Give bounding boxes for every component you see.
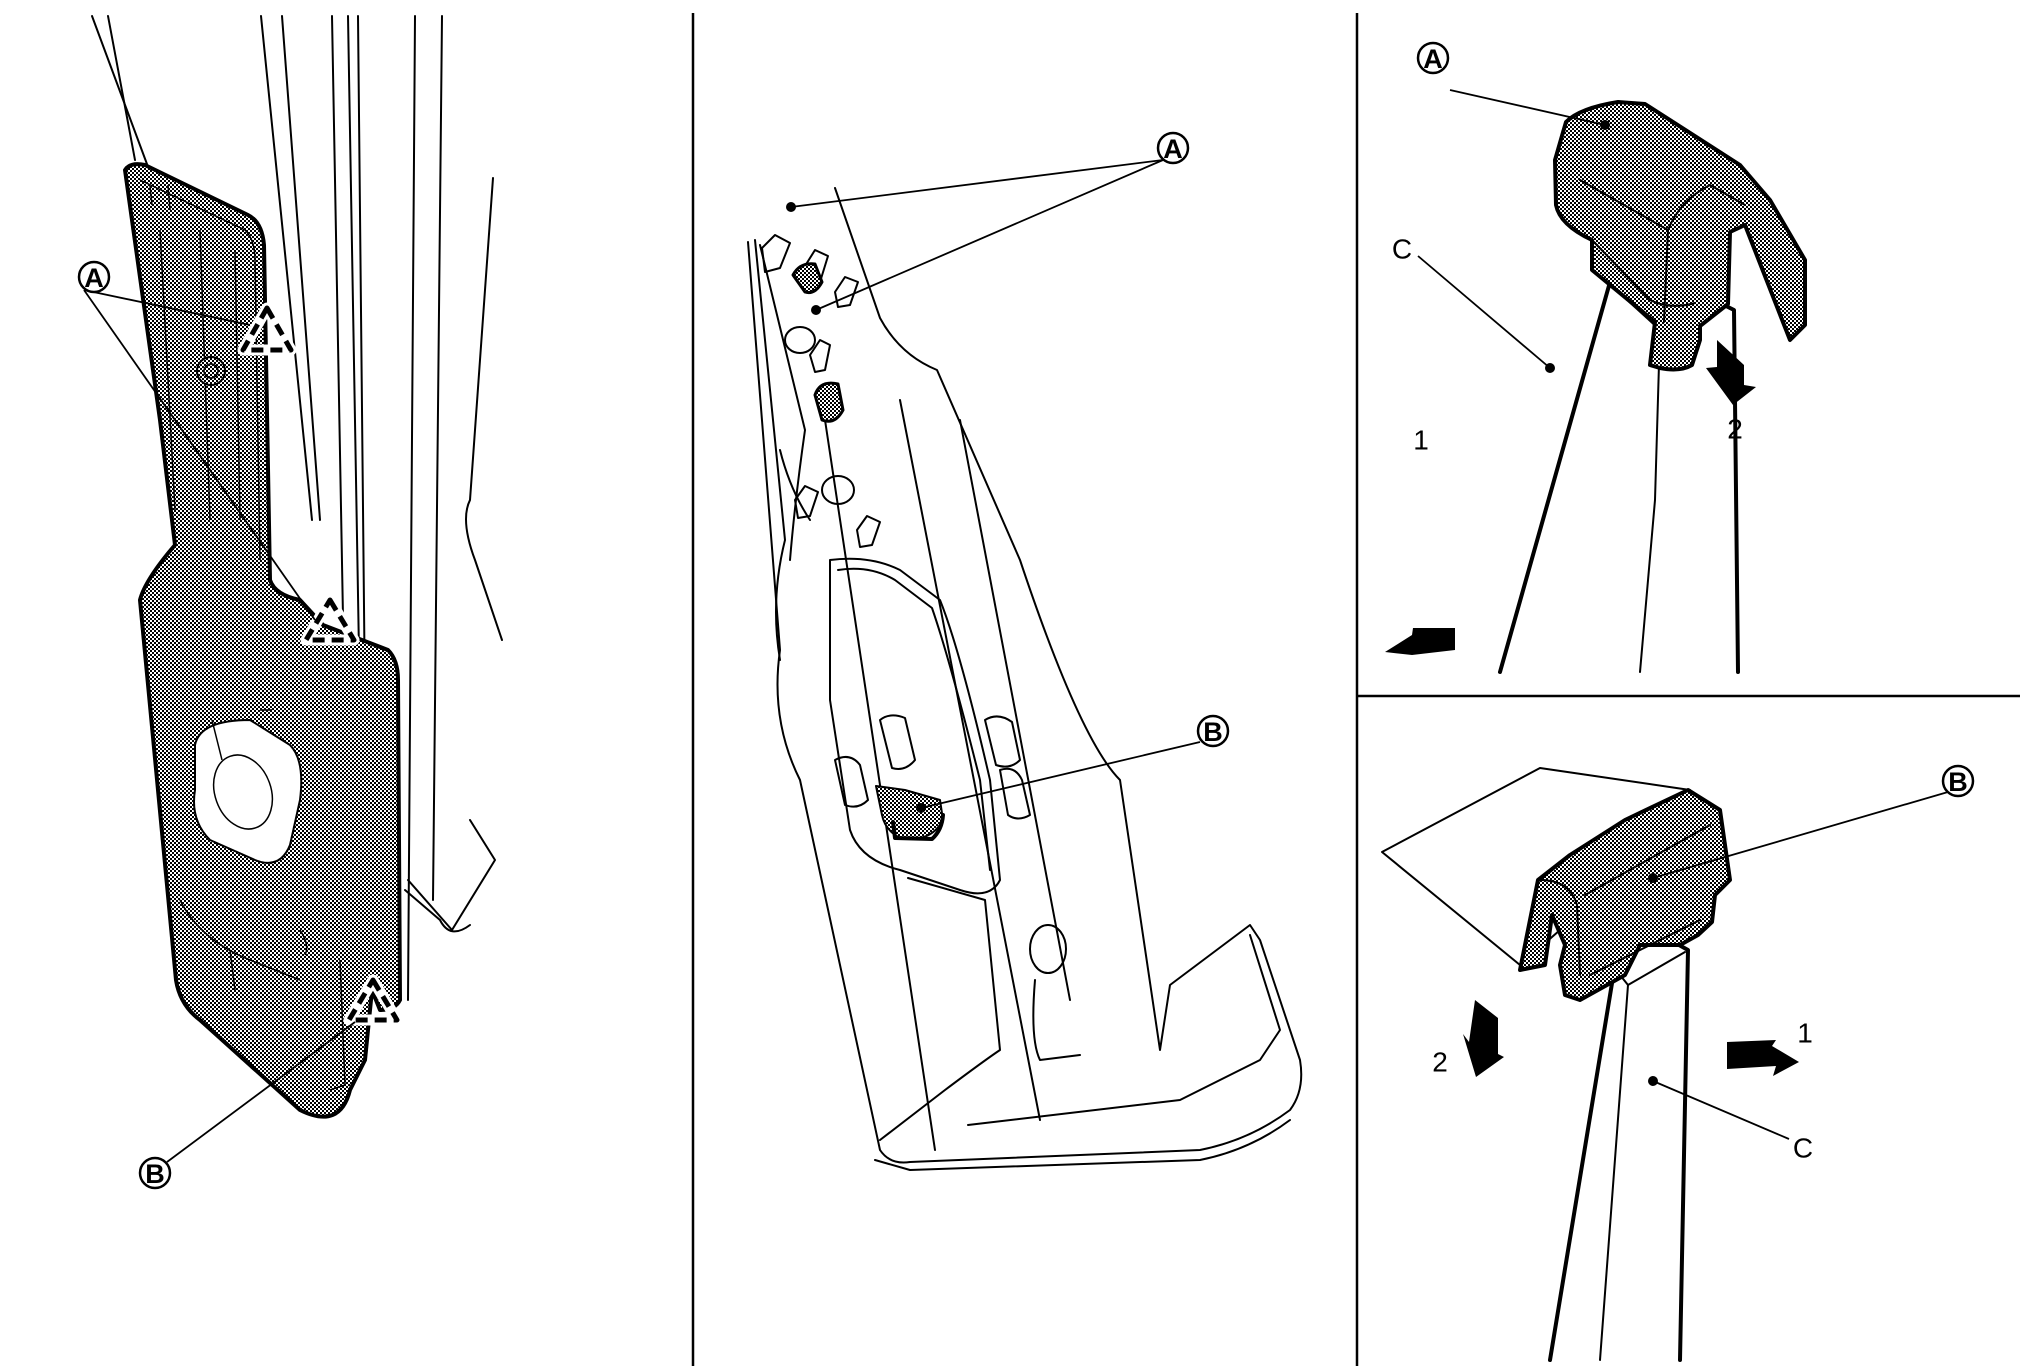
callout-a: A [1156, 131, 1190, 165]
step-1-label: 1 [1797, 1018, 1813, 1049]
clip-a-lower [813, 381, 845, 423]
clip-a [1553, 100, 1807, 372]
arrow-step-1 [1385, 628, 1455, 655]
arrow-step-2 [1706, 340, 1756, 405]
clip-location-icon [300, 594, 360, 646]
callout-a-label: A [84, 263, 104, 293]
callout-a: A [1416, 41, 1450, 75]
callout-b: B [138, 1156, 172, 1190]
trim-panel-details [139, 179, 346, 1091]
part-c [1498, 268, 1740, 674]
panel-left: A B [77, 15, 503, 1190]
hook-location-icon [343, 974, 403, 1026]
clip-a-upper [791, 262, 824, 294]
step-1-label: 1 [1413, 425, 1429, 456]
callout-b-label: B [1203, 717, 1223, 747]
hook-b [1518, 788, 1732, 1002]
callout-b-label: B [145, 1159, 165, 1189]
trim-panel [123, 162, 402, 1119]
hook-b [875, 785, 945, 841]
panel-top-right: A C 1 2 [1385, 41, 1807, 674]
callout-a-label: A [1423, 44, 1443, 74]
callout-b: B [1196, 714, 1230, 748]
arrow-step-2 [1463, 1000, 1504, 1077]
part-c [1548, 938, 1690, 1362]
callout-b: B [1941, 764, 1975, 798]
callout-a-label: A [1163, 134, 1183, 164]
panel-middle: A B [747, 131, 1303, 1171]
step-2-label: 2 [1432, 1047, 1448, 1078]
callout-b-label: B [1948, 767, 1968, 797]
part-c-label: C [1793, 1133, 1813, 1164]
step-2-label: 2 [1727, 414, 1743, 445]
arrow-step-1 [1727, 1040, 1799, 1076]
clip-location-icon [237, 302, 297, 356]
trim-panel-rear [747, 187, 1303, 1171]
panel-dividers [691, 13, 2020, 1366]
part-c-label: C [1392, 234, 1412, 265]
callout-a: A [77, 260, 111, 294]
panel-bottom-right: B 2 1 C [1381, 764, 1975, 1362]
